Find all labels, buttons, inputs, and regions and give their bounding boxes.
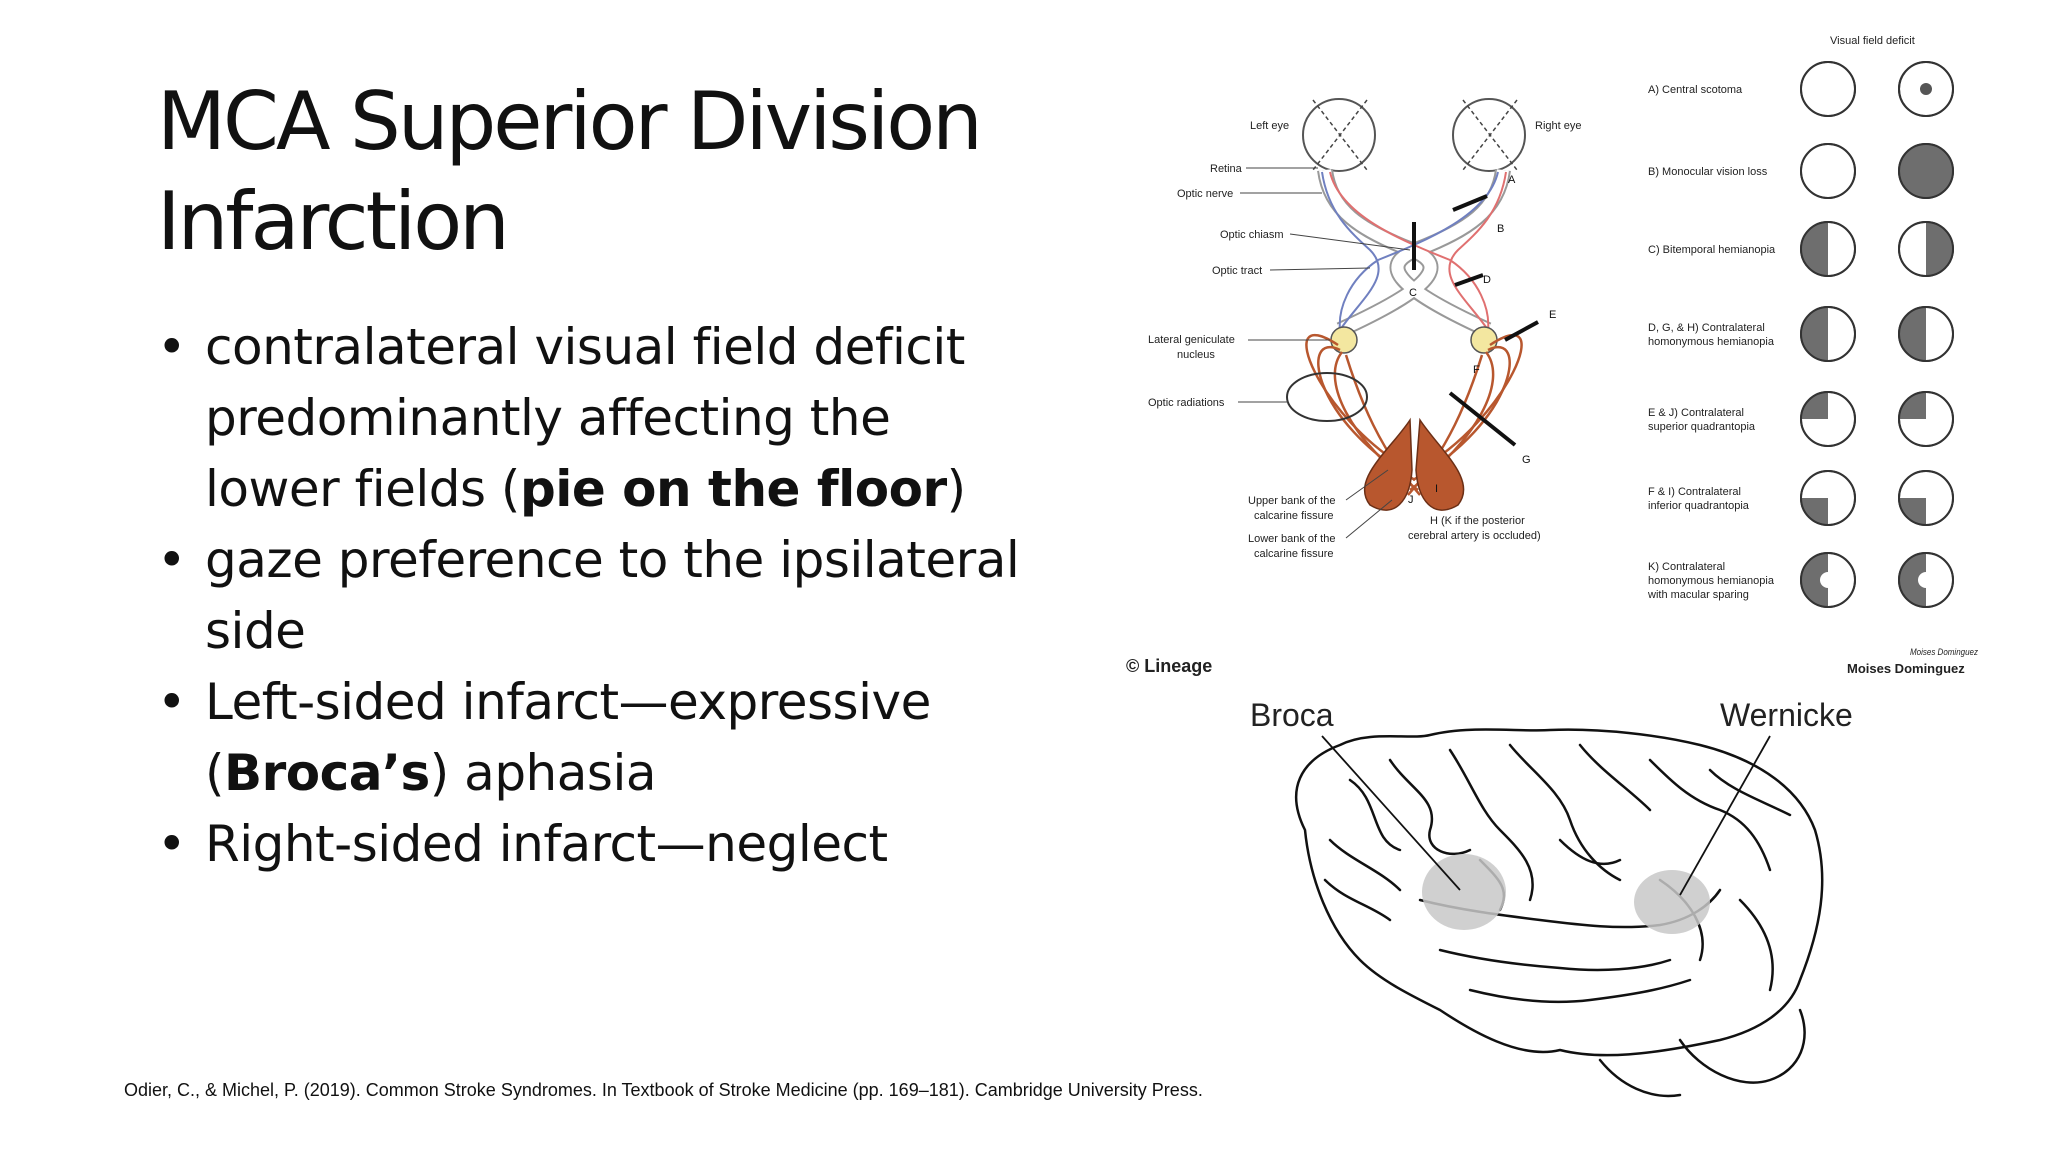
svg-text:B: B: [1497, 223, 1504, 235]
deficit-label: D, G, & H) Contralateral: [1648, 322, 1765, 334]
deficit-label: homonymous hemianopia: [1648, 575, 1775, 587]
brain-diagram: Broca Wernicke: [1250, 697, 1853, 1098]
svg-text:Optic radiations: Optic radiations: [1148, 397, 1225, 409]
right-eye-field-icon: [1898, 391, 1954, 447]
lesion-markers: [1412, 194, 1539, 447]
deficit-label: K) Contralateral: [1648, 561, 1725, 573]
right-eye-globe: [1452, 98, 1526, 172]
slide-title: MCA Superior Division Infarction: [157, 75, 983, 268]
pathway-labels: Left eye Right eye Retina Optic nerve Op…: [1148, 120, 1581, 560]
optic-radiations-ring: [1286, 372, 1368, 422]
deficit-label: with macular sparing: [1647, 589, 1749, 601]
svg-text:Retina: Retina: [1210, 163, 1243, 175]
bullet-bold: pie on the floor: [519, 460, 947, 518]
svg-text:Optic tract: Optic tract: [1212, 265, 1262, 277]
deficit-row: D, G, & H) Contralateral homonymous hemia…: [1648, 306, 1954, 362]
svg-text:Optic nerve: Optic nerve: [1177, 188, 1233, 200]
deficit-legend: A) Central scotoma B) Monocular vision lo…: [1647, 61, 1954, 608]
svg-text:Lower bank of the: Lower bank of the: [1248, 533, 1335, 545]
svg-text:Left eye: Left eye: [1250, 120, 1289, 132]
broca-label: Broca: [1250, 697, 1334, 733]
deficit-label: homonymous hemianopia: [1648, 336, 1775, 348]
deficit-header: Visual field deficit: [1830, 35, 1915, 47]
right-eye-field-icon: [1898, 61, 1954, 117]
deficit-row: E & J) Contralateral superior quadrantopi…: [1648, 391, 1954, 447]
right-eye-field-icon: [1898, 143, 1954, 199]
left-eye-field-icon: [1800, 552, 1856, 608]
deficit-row: A) Central scotoma: [1648, 61, 1954, 117]
svg-text:I: I: [1435, 483, 1438, 495]
left-eye-field-icon: [1800, 391, 1856, 447]
wernicke-area: [1634, 870, 1710, 934]
svg-text:calcarine fissure: calcarine fissure: [1254, 548, 1333, 560]
deficit-label: E & J) Contralateral: [1648, 407, 1744, 419]
bullet-glyph: •: [157, 318, 187, 376]
svg-text:D: D: [1483, 274, 1491, 286]
svg-text:Upper bank of the: Upper bank of the: [1248, 495, 1335, 507]
left-eye-field-icon: [1800, 143, 1856, 199]
right-eye-field-icon: [1898, 470, 1954, 526]
author-credit: Moises Dominguez: [1847, 661, 1965, 676]
lineage-credit: © Lineage: [1126, 656, 1212, 676]
bullet-glyph: •: [157, 673, 187, 731]
svg-text:nucleus: nucleus: [1177, 349, 1215, 361]
optic-radiations: [1305, 333, 1523, 496]
deficit-label: F & I) Contralateral: [1648, 486, 1741, 498]
svg-text:calcarine fissure: calcarine fissure: [1254, 510, 1333, 522]
deficit-label: superior quadrantopia: [1648, 421, 1756, 433]
wernicke-label: Wernicke: [1720, 697, 1853, 733]
visual-pathway-diagram: A B C D E F G J I Left eye Right eye Ret…: [1126, 35, 1978, 676]
deficit-label: B) Monocular vision loss: [1648, 166, 1768, 178]
bullet-item: •contralateral visual field deficit pred…: [157, 312, 1037, 525]
deficit-label: inferior quadrantopia: [1648, 500, 1750, 512]
signature-scribble: Moises Dominguez: [1910, 647, 1978, 657]
deficit-label: A) Central scotoma: [1648, 84, 1743, 96]
svg-text:A: A: [1508, 174, 1516, 186]
bullet-glyph: •: [157, 531, 187, 589]
svg-text:H (K if the posterior: H (K if the posterior: [1430, 515, 1525, 527]
bullet-bold: Broca’s: [224, 744, 430, 802]
bullet-item: •Left-sided infarct—expressive (Broca’s)…: [157, 667, 1037, 809]
bullet-item: •Right-sided infarct—neglect: [157, 809, 1037, 880]
svg-text:Right eye: Right eye: [1535, 120, 1581, 132]
right-eye-field-icon: [1898, 221, 1954, 277]
right-eye-field-icon: [1898, 552, 1954, 608]
broca-pointer: [1321, 735, 1461, 891]
citation: Odier, C., & Michel, P. (2019). Common S…: [124, 1080, 1203, 1100]
svg-text:Lateral geniculate: Lateral geniculate: [1148, 334, 1235, 346]
deficit-row: B) Monocular vision loss: [1648, 143, 1954, 199]
left-eye-field-icon: [1800, 221, 1856, 277]
broca-area: [1422, 854, 1506, 930]
wernicke-pointer: [1679, 735, 1771, 896]
left-eye-field-icon: [1800, 61, 1856, 117]
deficit-row: F & I) Contralateral inferior quadrantopi…: [1648, 470, 1954, 526]
left-eye-globe: [1302, 98, 1376, 172]
svg-text:Optic chiasm: Optic chiasm: [1220, 229, 1284, 241]
svg-text:J: J: [1408, 494, 1414, 506]
deficit-row: C) Bitemporal hemianopia: [1648, 221, 1954, 277]
svg-text:F: F: [1473, 364, 1480, 376]
svg-text:E: E: [1549, 309, 1556, 321]
label-leaders: [1238, 167, 1411, 539]
brain-outline: [1294, 728, 1824, 1098]
svg-text:C: C: [1409, 287, 1417, 299]
svg-text:cerebral artery is occluded): cerebral artery is occluded): [1408, 530, 1541, 542]
deficit-label: C) Bitemporal hemianopia: [1648, 244, 1776, 256]
bullet-item: •gaze preference to the ipsilateral side: [157, 525, 1037, 667]
svg-text:G: G: [1522, 454, 1531, 466]
bullet-list: •contralateral visual field deficit pred…: [157, 312, 1037, 880]
deficit-row: K) Contralateral homonymous hemianopia wit…: [1647, 552, 1954, 608]
bullet-glyph: •: [157, 815, 187, 873]
right-eye-field-icon: [1898, 306, 1954, 362]
left-eye-field-icon: [1800, 470, 1856, 526]
occipital-cortex: [1363, 417, 1465, 511]
left-eye-field-icon: [1800, 306, 1856, 362]
lesion-letters: A B C D E F G J I: [1408, 174, 1556, 506]
